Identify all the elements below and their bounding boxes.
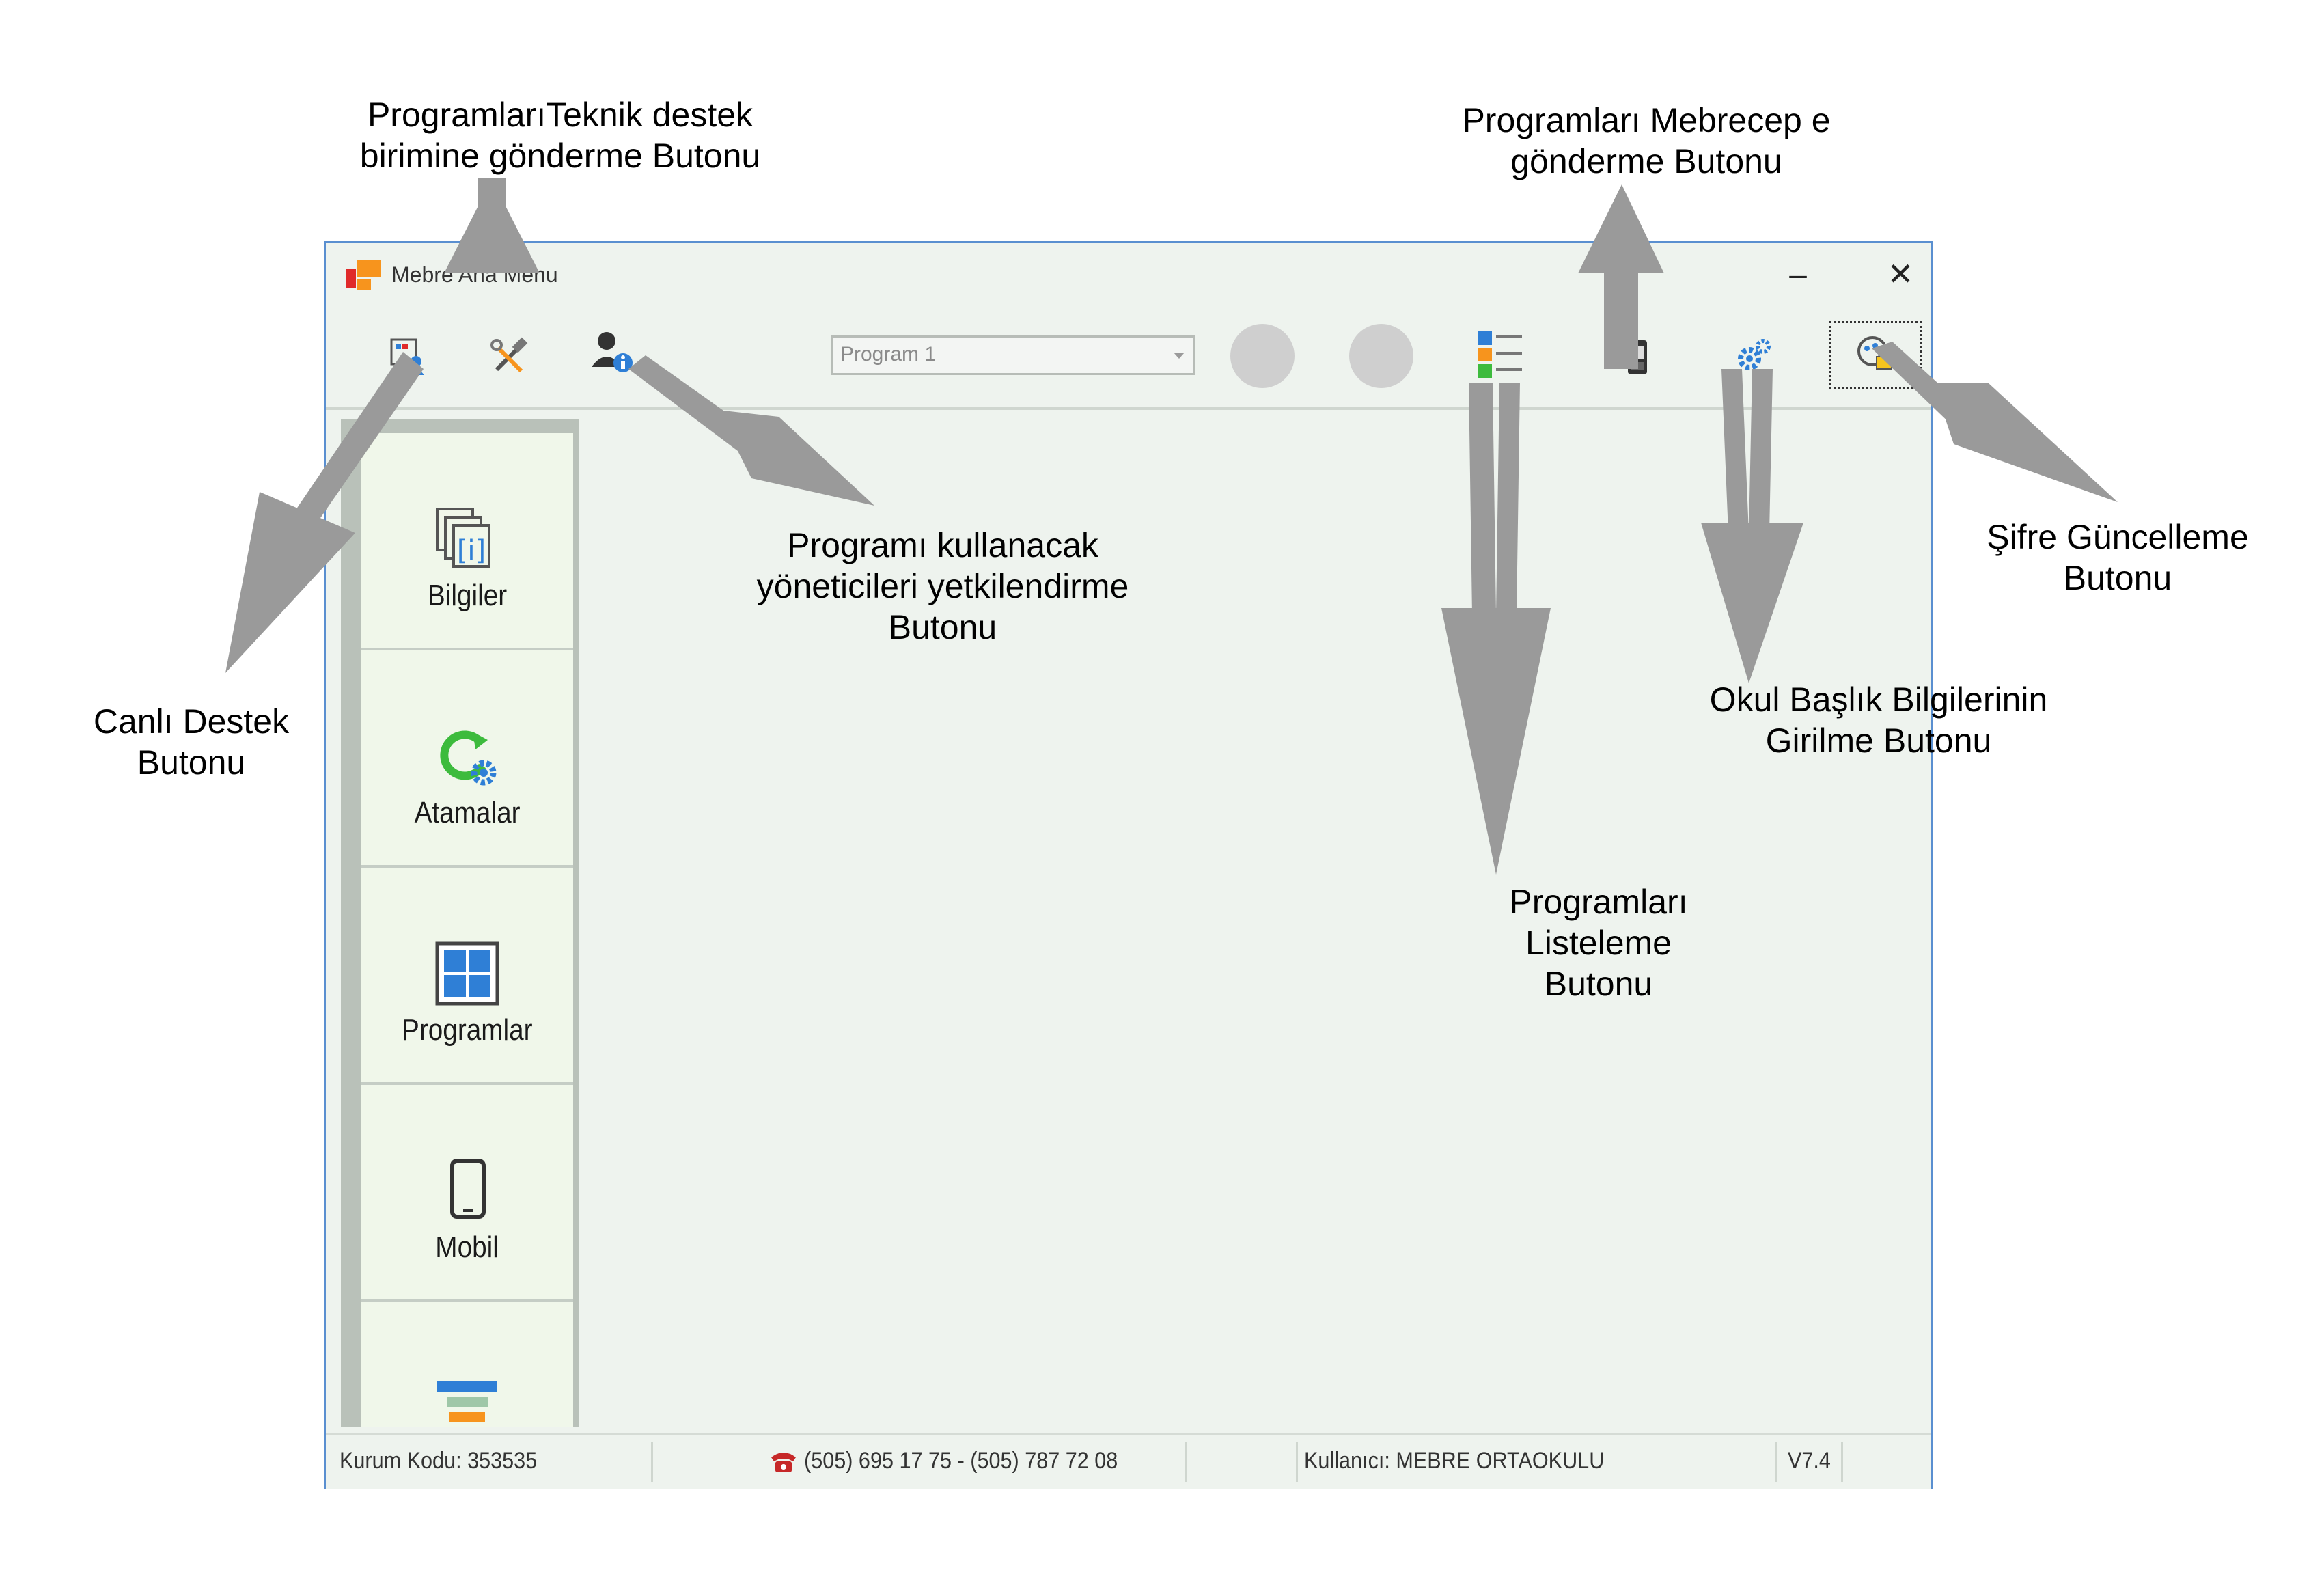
sidebar-item-label: Programlar <box>402 1013 533 1047</box>
arrow-head-canli-destek <box>225 492 355 673</box>
arrow-okul-baslik-right <box>1749 369 1773 533</box>
annotation-line: Girilme Butonu <box>1765 721 1992 760</box>
gears-icon[interactable] <box>1726 329 1781 383</box>
annotation-teknik-destek: ProgramlarıTeknik destek birimine gönder… <box>314 94 806 176</box>
sidebar-item-bilgiler[interactable]: [i] Bilgiler <box>361 433 573 650</box>
info-documents-icon: [i] <box>433 505 501 573</box>
arrow-mebrecep <box>1604 266 1638 369</box>
arrow-head-yetkilendirme <box>717 410 874 506</box>
toolbar: Program 1 <box>326 305 1931 410</box>
arrow-listeleme-right <box>1496 383 1520 615</box>
annotation-line: Butonu <box>137 743 246 782</box>
program-select[interactable]: Program 1 <box>831 335 1195 375</box>
sidebar-item-programlar[interactable]: Programlar <box>361 868 573 1085</box>
sidebar-item-mobil[interactable]: Mobil <box>361 1085 573 1302</box>
svg-text:[i]: [i] <box>457 535 486 566</box>
arrow-head-okul-baslik <box>1701 523 1803 683</box>
tools-icon[interactable] <box>483 329 538 383</box>
annotation-mebrecep: Programları Mebrecep e gönderme Butonu <box>1407 100 1885 182</box>
program-list-icon[interactable] <box>1474 329 1528 383</box>
sidebar: [i] Bilgiler Atamalar <box>341 419 579 1427</box>
arrow-canli-destek <box>280 352 424 547</box>
sidebar-item-label: Mobil <box>435 1230 499 1264</box>
status-separator <box>1841 1442 1843 1482</box>
main-window: Mebre Ana Menu – ✕ <box>324 241 1933 1489</box>
arrow-head-mebrecep <box>1578 184 1664 273</box>
refresh-gear-icon <box>433 722 501 790</box>
current-user: Kullanıcı: MEBRE ORTAOKULU <box>1304 1448 1605 1474</box>
annotation-line: gönderme Butonu <box>1510 142 1782 180</box>
chevron-down-icon <box>1174 353 1185 359</box>
annotation-yetkilendirme: Programı kullanacak yöneticileri yetkile… <box>710 525 1175 648</box>
annotation-line: Butonu <box>2063 559 2172 597</box>
status-circle-1[interactable] <box>1230 324 1295 388</box>
annotation-line: Listeleme <box>1525 924 1672 962</box>
status-bar: Kurum Kodu: 353535 (505) 695 17 75 - (50… <box>326 1433 1931 1489</box>
annotation-line: Butonu <box>888 608 997 646</box>
status-separator <box>1296 1442 1298 1482</box>
annotation-line: Şifre Güncelleme <box>1987 518 2249 556</box>
phone-icon <box>769 1448 799 1478</box>
sidebar-item-more[interactable] <box>361 1302 573 1427</box>
arrow-okul-baslik-left <box>1721 369 1749 533</box>
grid-icon <box>433 939 501 1008</box>
status-separator <box>1185 1442 1187 1482</box>
mobile-icon <box>433 1157 501 1225</box>
annotation-line: Programları <box>1509 883 1688 921</box>
arrow-head-sifre <box>1933 383 2118 502</box>
annotation-line: ProgramlarıTeknik destek <box>367 96 753 134</box>
close-button[interactable]: ✕ <box>1887 256 1914 292</box>
sidebar-item-label: Bilgiler <box>427 579 508 612</box>
minimize-button[interactable]: – <box>1789 256 1807 292</box>
annotation-line: Programları Mebrecep e <box>1462 101 1831 139</box>
annotation-listeleme: Programları Listeleme Butonu <box>1469 881 1728 1004</box>
support-phone: (505) 695 17 75 - (505) 787 72 08 <box>804 1448 1118 1474</box>
annotation-line: Canlı Destek <box>93 702 290 741</box>
arrow-yetkilendirme <box>628 355 751 451</box>
annotation-line: Programı kullanacak <box>787 526 1098 564</box>
annotation-line: birimine gönderme Butonu <box>359 137 761 175</box>
annotation-okul-baslik: Okul Başlık Bilgilerinin Girilme Butonu <box>1667 679 2090 761</box>
annotation-canli-destek: Canlı Destek Butonu <box>68 701 314 783</box>
annotation-line: Okul Başlık Bilgilerinin <box>1709 680 2048 719</box>
program-select-value: Program 1 <box>840 343 937 366</box>
arrow-head-listeleme <box>1441 608 1551 875</box>
annotation-line: Butonu <box>1544 965 1653 1003</box>
app-version: V7.4 <box>1788 1448 1831 1474</box>
app-logo-icon <box>346 260 382 292</box>
sidebar-item-label: Atamalar <box>414 796 521 829</box>
arrow-listeleme-left <box>1469 383 1496 615</box>
arrow-head-teknik-destek <box>444 179 540 273</box>
user-info-icon[interactable] <box>585 325 640 380</box>
status-separator <box>651 1442 653 1482</box>
annotation-sifre: Şifre Güncelleme Butonu <box>1954 517 2282 598</box>
status-circle-2[interactable] <box>1349 324 1413 388</box>
list-icon <box>433 1374 501 1427</box>
sidebar-item-atamalar[interactable]: Atamalar <box>361 650 573 868</box>
status-separator <box>1775 1442 1777 1482</box>
institution-code: Kurum Kodu: 353535 <box>340 1448 538 1474</box>
annotation-line: yöneticileri yetkilendirme <box>756 567 1129 605</box>
